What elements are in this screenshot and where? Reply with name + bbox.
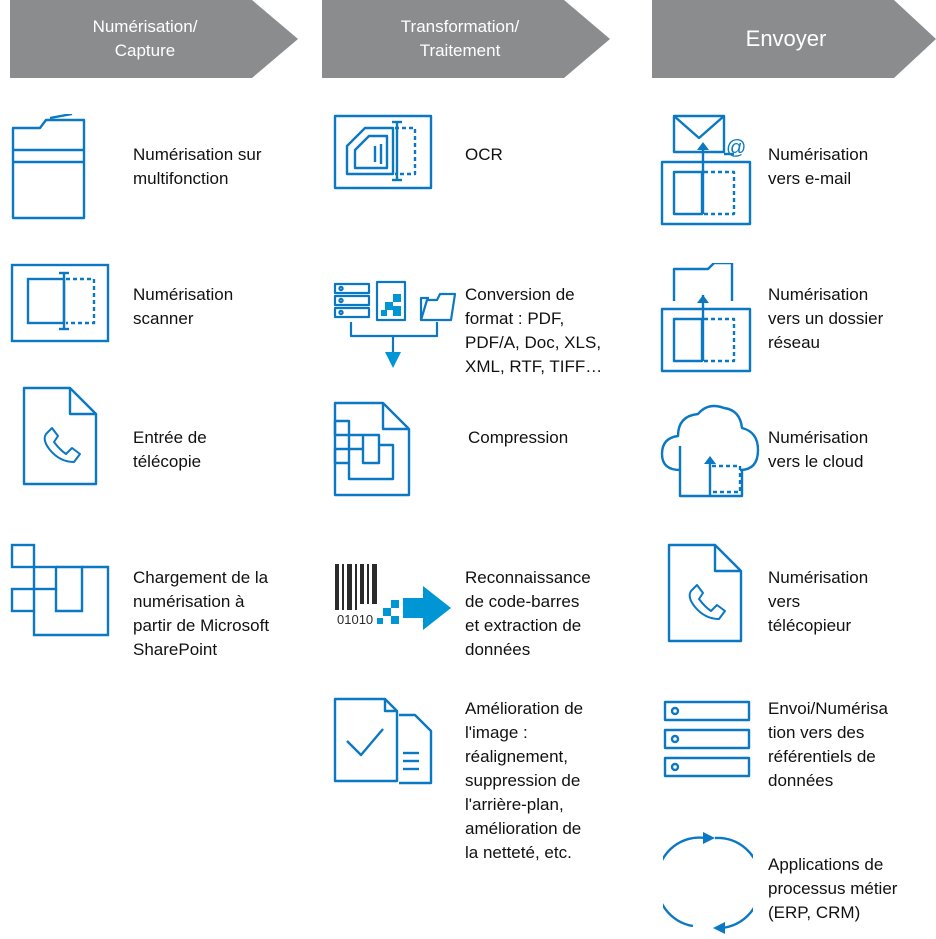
scan-to-cloud-icon — [660, 404, 760, 498]
label-line: référentiels de — [768, 747, 876, 766]
label-line: Chargement de la — [133, 568, 269, 587]
header-line: Transformation/ — [400, 17, 520, 36]
label-line: Numérisation sur — [133, 145, 262, 164]
header-transform: Transformation/ Traitement — [322, 0, 610, 78]
label-line: Numérisation — [133, 285, 234, 304]
scan-to-email-icon: @ — [660, 114, 752, 226]
send-label-1: Numérisation vers e-mail — [768, 143, 868, 191]
capture-label-1: Numérisation sur multifonction — [133, 143, 262, 191]
label-line: processus métier — [768, 879, 898, 898]
label-line: partir de Microsoft — [133, 616, 270, 635]
label-line: réalignement, — [465, 747, 569, 766]
header-line: Numérisation/ — [92, 17, 198, 36]
label-line: Compression — [468, 428, 569, 447]
label-line: Numérisation — [768, 428, 869, 447]
label-line: Entrée de — [133, 428, 207, 447]
label-line: données — [768, 771, 834, 790]
label-line: données — [465, 640, 531, 659]
label-line: Numérisation — [768, 145, 869, 164]
cycle-arrows-icon — [663, 832, 753, 934]
label-line: et extraction de — [465, 616, 582, 635]
label-line: Amélioration de — [465, 699, 584, 718]
format-conversion-icon — [333, 280, 457, 368]
fax-document-icon — [667, 543, 743, 643]
send-label-6: Applications de processus métier (ERP, C… — [768, 853, 897, 925]
label-line: amélioration de — [465, 819, 582, 838]
label-line: PDF/A, Doc, XLS, — [465, 333, 602, 352]
label-line: l'arrière-plan, — [465, 795, 564, 814]
capture-label-4: Chargement de la numérisation à partir d… — [133, 566, 269, 662]
fax-document-icon — [22, 386, 98, 486]
barcode-digits: 01010 — [337, 612, 373, 627]
header-capture-title: Numérisation/ Capture — [10, 0, 280, 78]
capture-label-3: Entrée de télécopie — [133, 426, 207, 474]
label-line: Reconnaissance — [465, 568, 591, 587]
label-line: SharePoint — [133, 640, 218, 659]
label-line: Numérisation — [768, 568, 869, 587]
label-line: vers — [768, 592, 801, 611]
label-line: format : PDF, — [465, 309, 565, 328]
scan-to-folder-icon — [660, 263, 752, 373]
header-send: Envoyer — [652, 0, 936, 78]
transform-label-3: Compression — [468, 426, 568, 450]
header-arrow-shape — [652, 0, 936, 78]
barcode-icon: 01010 — [335, 564, 451, 630]
capture-label-2: Numérisation scanner — [133, 283, 233, 331]
label-line: télécopie — [133, 452, 202, 471]
label-line: vers un dossier — [768, 309, 884, 328]
header-capture: Numérisation/ Capture — [10, 0, 298, 78]
label-line: l'image : — [465, 723, 528, 742]
transform-label-4: Reconnaissance de code-barres et extract… — [465, 566, 591, 662]
header-line: Capture — [114, 41, 176, 60]
ocr-icon — [333, 114, 433, 190]
label-line: Applications de — [768, 855, 884, 874]
label-line: de code-barres — [465, 592, 580, 611]
sharepoint-blocks-icon — [10, 543, 110, 637]
label-line: Numérisation — [768, 285, 869, 304]
send-label-4: Numérisation vers télécopieur — [768, 566, 868, 638]
label-line: (ERP, CRM) — [768, 903, 861, 922]
header-send-title: Envoyer — [652, 0, 920, 78]
header-transform-title: Transformation/ Traitement — [322, 0, 598, 78]
label-line: multifonction — [133, 169, 229, 188]
send-label-2: Numérisation vers un dossier réseau — [768, 283, 883, 355]
label-line: Conversion de — [465, 285, 575, 304]
at-sign: @ — [726, 137, 746, 159]
label-line: OCR — [465, 145, 503, 164]
transform-label-5: Amélioration de l'image : réalignement, … — [465, 697, 583, 865]
scanner-icon — [10, 263, 110, 343]
header-arrow-shape — [10, 0, 298, 78]
label-line: vers le cloud — [768, 452, 864, 471]
mfp-printer-icon — [11, 114, 86, 220]
label-line: vers e-mail — [768, 169, 852, 188]
label-line: scanner — [133, 309, 194, 328]
label-line: tion vers des — [768, 723, 865, 742]
label-line: numérisation à — [133, 592, 245, 611]
send-label-5: Envoi/Numérisa tion vers des référentiel… — [768, 697, 888, 793]
label-line: suppression de — [465, 771, 581, 790]
label-line: Envoi/Numérisa — [768, 699, 888, 718]
send-label-3: Numérisation vers le cloud — [768, 426, 868, 474]
label-line: XML, RTF, TIFF… — [465, 357, 603, 376]
repository-servers-icon — [663, 700, 751, 778]
header-line: Envoyer — [745, 26, 827, 51]
label-line: la netteté, etc. — [465, 843, 572, 862]
compression-icon — [333, 401, 411, 497]
header-line: Traitement — [419, 41, 501, 60]
header-arrow-shape — [322, 0, 610, 78]
label-line: réseau — [768, 333, 820, 352]
transform-label-2: Conversion de format : PDF, PDF/A, Doc, … — [465, 283, 602, 379]
image-enhancement-icon — [333, 697, 433, 785]
label-line: télécopieur — [768, 616, 852, 635]
transform-label-1: OCR — [465, 143, 503, 167]
